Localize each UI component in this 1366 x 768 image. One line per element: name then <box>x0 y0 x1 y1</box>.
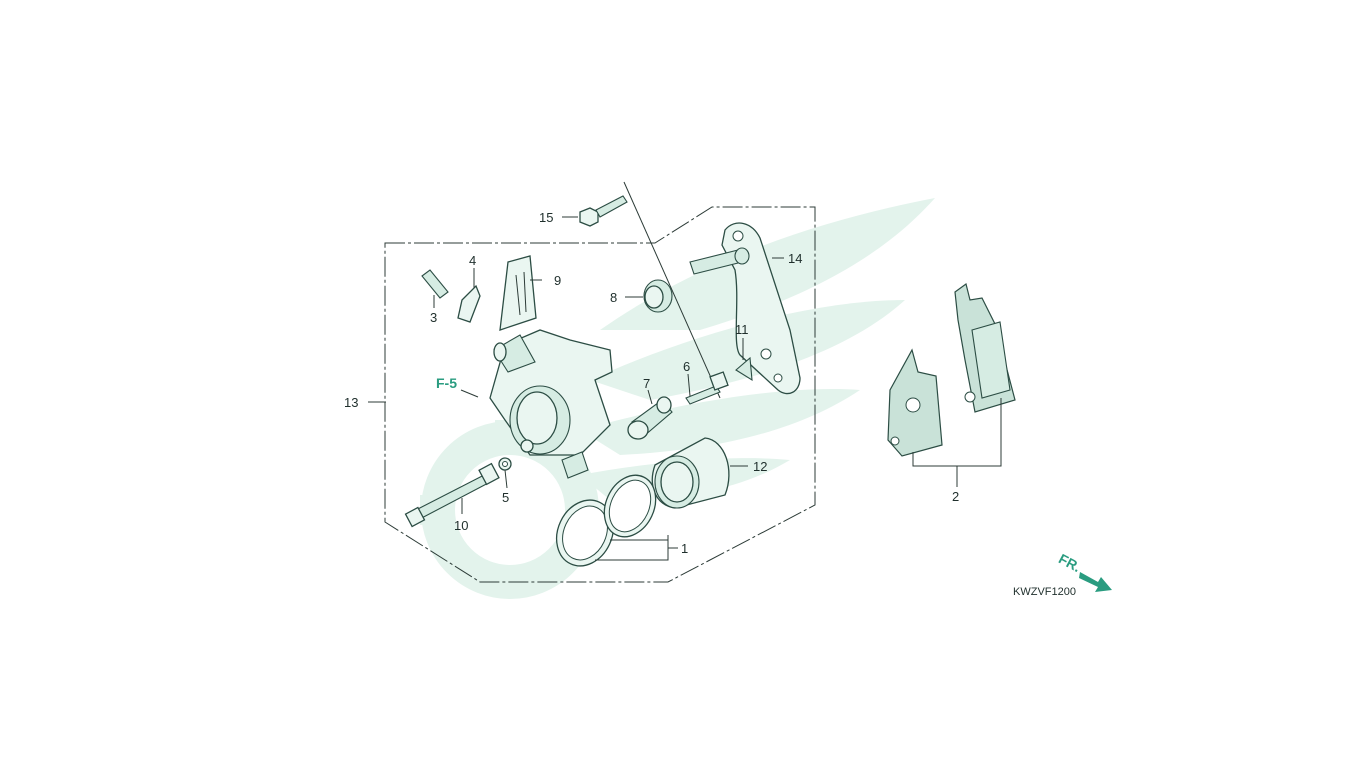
bolt-15 <box>579 181 721 399</box>
boot-11 <box>735 356 753 382</box>
callout-5: 5 <box>502 490 509 505</box>
seals-1 <box>555 474 657 567</box>
leader-lines <box>368 216 1002 561</box>
callout-4: 4 <box>469 253 476 268</box>
washer-5 <box>498 457 512 471</box>
boot-8 <box>643 279 673 313</box>
callout-6: 6 <box>683 359 690 374</box>
callout-10: 10 <box>454 518 468 533</box>
callout-8: 8 <box>610 290 617 305</box>
direction-label: FR. <box>1056 550 1083 575</box>
callout-13: 13 <box>344 395 358 410</box>
callout-12: 12 <box>753 459 767 474</box>
pin-10 <box>404 462 500 528</box>
callout-9: 9 <box>554 273 561 288</box>
piston-12 <box>651 437 730 509</box>
diagram-code: KWZVF1200 <box>1013 586 1076 598</box>
caliper-body <box>489 329 613 479</box>
callout-7: 7 <box>643 376 650 391</box>
pad-spring-9 <box>499 255 537 331</box>
callout-11: 11 <box>735 322 749 337</box>
ref-mark-f5[interactable]: F-5 <box>436 375 457 391</box>
callout-14: 14 <box>788 251 802 266</box>
callout-1: 1 <box>681 541 688 556</box>
callout-2: 2 <box>952 489 959 504</box>
cap-4 <box>457 284 481 323</box>
pin-6 <box>685 371 729 405</box>
pin-7 <box>627 396 673 440</box>
brake-pads-2 <box>887 282 1016 457</box>
callout-3: 3 <box>430 310 437 325</box>
callout-15: 15 <box>539 210 553 225</box>
assembly-outline <box>384 206 816 583</box>
caliper-bracket-14 <box>689 222 801 395</box>
bleeder-3 <box>421 269 449 299</box>
